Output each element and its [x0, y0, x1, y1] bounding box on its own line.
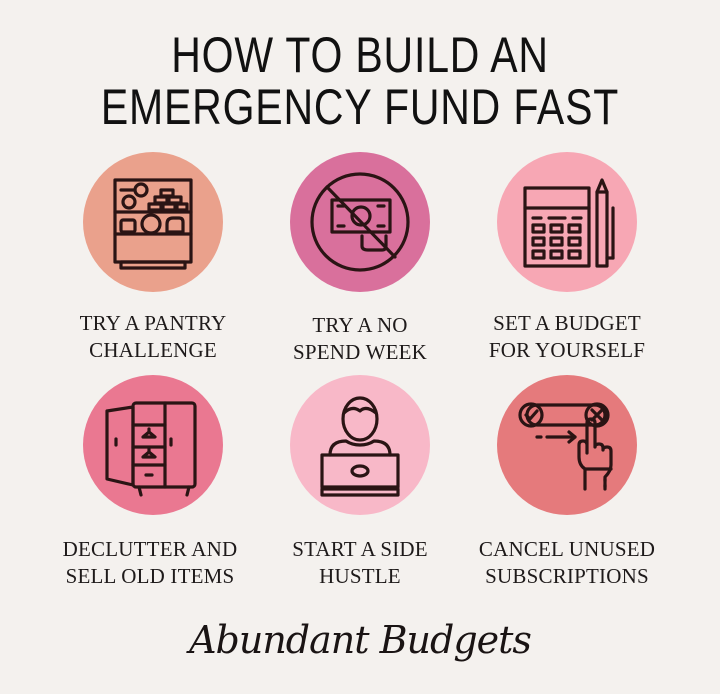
- tip-label-line: SET A BUDGET: [493, 311, 641, 335]
- tip-circle-side-hustle: [290, 375, 430, 515]
- person-laptop-icon: [320, 396, 400, 497]
- brand-signature: Abundant Budgets: [189, 618, 532, 662]
- tip-circle-declutter: [83, 375, 223, 515]
- tip-label-budget: SET A BUDGET FOR YOURSELF: [457, 310, 677, 364]
- tip-label-cancel: CANCEL UNUSED SUBSCRIPTIONS: [457, 536, 677, 590]
- page-title-line-2: EMERGENCY FUND FAST: [100, 79, 620, 135]
- tip-label-line: TRY A NO: [312, 313, 408, 337]
- page-title-line-1: HOW TO BUILD AN: [171, 27, 549, 83]
- tip-circle-budget: [497, 152, 637, 292]
- tip-label-line: START A SIDE: [292, 537, 428, 561]
- tip-label-line: TRY A PANTRY: [79, 311, 227, 335]
- tip-circle-cancel: [497, 375, 637, 515]
- calculator-pencil-icon: [523, 178, 615, 268]
- tip-label-declutter: DECLUTTER AND SELL OLD ITEMS: [40, 536, 260, 590]
- tip-label-side-hustle: START A SIDE HUSTLE: [250, 536, 470, 590]
- tip-label-pantry: TRY A PANTRY CHALLENGE: [43, 310, 263, 364]
- tip-label-line: SELL OLD ITEMS: [65, 564, 235, 588]
- no-money-icon: [310, 172, 410, 272]
- tip-label-line: CANCEL UNUSED: [478, 537, 656, 561]
- tip-label-line: DECLUTTER AND: [62, 537, 238, 561]
- tip-label-line: FOR YOURSELF: [488, 338, 646, 362]
- tip-circle-pantry: [83, 152, 223, 292]
- tip-label-line: SPEND WEEK: [292, 340, 428, 364]
- tip-label-no-spend: TRY A NO SPEND WEEK: [250, 312, 470, 366]
- cancel-toggle-hand-icon: [518, 402, 613, 491]
- pantry-shelf-icon: [113, 178, 193, 270]
- tip-circle-no-spend: [290, 152, 430, 292]
- tip-label-line: CHALLENGE: [89, 338, 217, 362]
- tip-label-line: HUSTLE: [319, 564, 401, 588]
- wardrobe-icon: [105, 401, 197, 497]
- tip-label-line: SUBSCRIPTIONS: [485, 564, 649, 588]
